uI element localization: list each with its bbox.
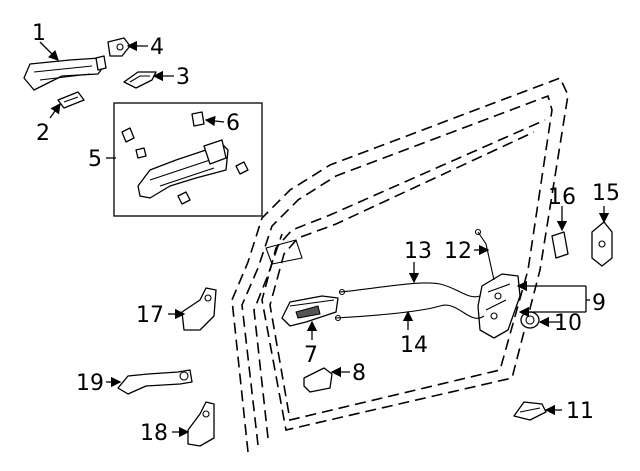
handle-frame-gasket <box>123 71 157 89</box>
callout-18: 18 <box>140 421 168 446</box>
door-check <box>117 369 193 395</box>
handle-pad <box>57 91 85 109</box>
inside-handle <box>281 295 339 327</box>
leader-lines <box>39 40 610 438</box>
callout-12: 12 <box>444 239 472 264</box>
outside-handle <box>23 55 107 91</box>
upper-hinge <box>181 287 217 331</box>
callout-labels: 1 2 3 4 5 6 7 8 9 10 11 12 13 14 15 16 1… <box>32 21 620 446</box>
callout-1: 1 <box>32 21 46 46</box>
callout-17: 17 <box>136 303 164 328</box>
striker <box>513 401 547 421</box>
handle-frame-assembly <box>113 102 263 217</box>
handle-cover <box>107 37 131 57</box>
callout-13: 13 <box>404 239 432 264</box>
lock-cover <box>591 221 613 267</box>
mirror-mount <box>265 239 303 265</box>
inside-handle-bezel <box>303 367 333 393</box>
lock-rod <box>474 228 495 281</box>
callout-5: 5 <box>88 147 102 172</box>
callout-11: 11 <box>566 399 594 424</box>
callout-4: 4 <box>150 35 164 60</box>
grommet <box>520 311 540 329</box>
lower-hinge <box>187 401 215 447</box>
callout-14: 14 <box>400 333 428 358</box>
callout-2: 2 <box>36 121 50 146</box>
callout-3: 3 <box>176 65 190 90</box>
callout-15: 15 <box>592 181 620 206</box>
door-lock-assembly <box>477 273 521 339</box>
cables <box>334 282 485 322</box>
callout-10: 10 <box>554 311 582 336</box>
callout-16: 16 <box>548 185 576 210</box>
callout-8: 8 <box>352 361 366 386</box>
callout-19: 19 <box>76 371 104 396</box>
callout-7: 7 <box>304 343 318 368</box>
door-outline <box>231 76 569 453</box>
lock-cap <box>551 231 569 259</box>
callout-9: 9 <box>592 291 606 316</box>
callout-6: 6 <box>226 111 240 136</box>
